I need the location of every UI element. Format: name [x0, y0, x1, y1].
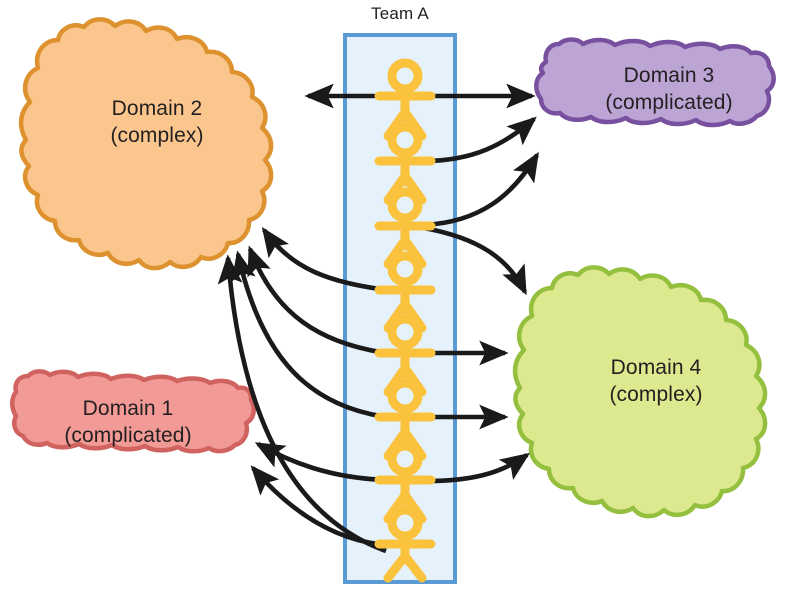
connection-person5-domain2 [247, 245, 387, 356]
connection-person7-domain4 [426, 452, 531, 484]
connection-arrows [217, 83, 539, 554]
domain-4-shape[interactable] [512, 265, 768, 519]
domain-1-shape[interactable] [10, 369, 256, 454]
connection-person4-domain2 [261, 226, 387, 293]
connection-person7-domain1 [254, 441, 387, 483]
domain-3-shape[interactable] [534, 37, 776, 128]
domain-2-shape[interactable] [18, 17, 274, 271]
connection-person3-domain3 [423, 151, 539, 228]
connection-person2-domain3 [423, 116, 537, 164]
team-members [374, 58, 436, 583]
connection-person3-domain4 [423, 225, 528, 296]
connection-person6-domain2 [231, 250, 387, 420]
connection-person8-domain2 [217, 254, 387, 554]
team-a-label: Team A [371, 4, 429, 23]
person-icon[interactable] [374, 505, 436, 583]
